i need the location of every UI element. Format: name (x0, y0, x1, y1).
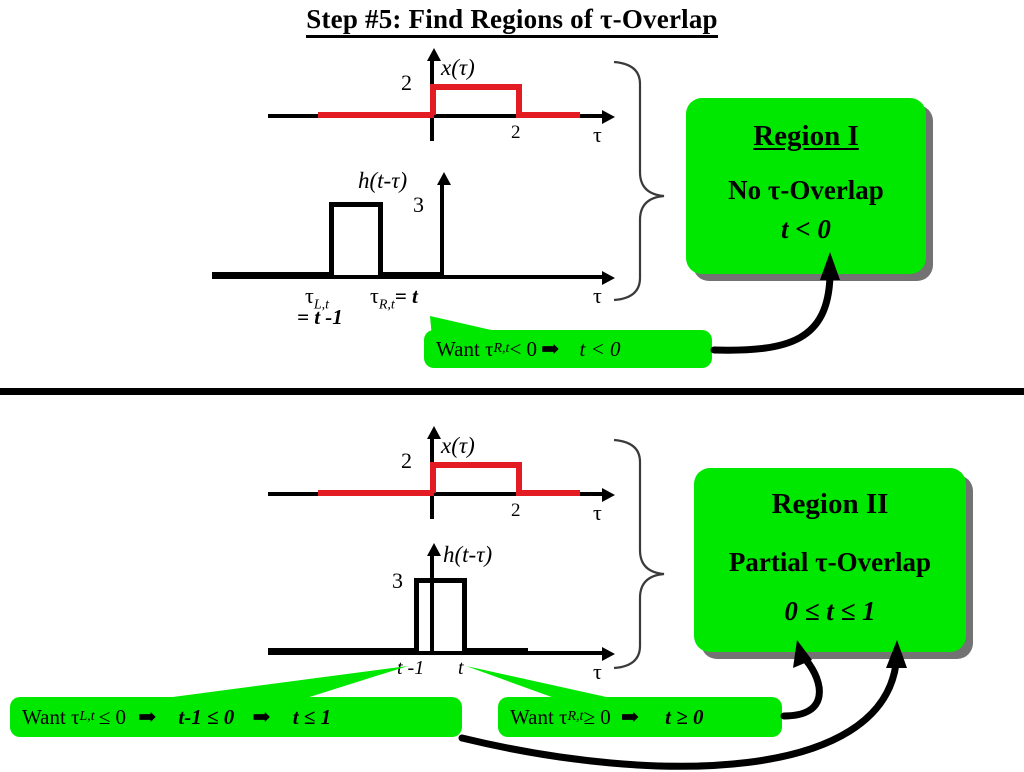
response-function-label-top: h(t-τ) (358, 168, 408, 193)
signal-axis-label-top: τ (593, 122, 602, 147)
response-left-edge-label-top: τL,t (305, 283, 330, 313)
region-box-1[interactable]: Region I No τ-Overlap t < 0 (686, 98, 926, 274)
signal-rise-edge-top (430, 85, 436, 115)
callout-result-3: t ≥ 0 (665, 704, 704, 729)
callout-arrow-icon-3: ➡ (620, 704, 640, 729)
x-axis-arrow-h-top (602, 271, 615, 285)
signal-baseline-right-top (516, 112, 580, 118)
response-right-edge-label-top: τR,t= t (370, 283, 418, 313)
callout-arrow-icon-1: ➡ (541, 336, 560, 361)
response-top-top (329, 202, 381, 207)
response-fall-edge-bottom (462, 578, 467, 651)
callout-result-2: t ≤ 1 (292, 704, 332, 729)
callout-arrow-icon-2a: ➡ (137, 704, 157, 729)
region-description-2: Partial τ-Overlap (728, 547, 932, 577)
signal-top-bottom (430, 462, 522, 468)
callout-prefix-2: Want (22, 704, 66, 729)
response-axis-label-bottom: τ (593, 659, 602, 684)
region-condition-2: 0 ≤ t ≤ 1 (784, 596, 876, 626)
panel-divider (0, 388, 1024, 395)
region-box-2[interactable]: Region II Partial τ-Overlap 0 ≤ t ≤ 1 (694, 468, 966, 652)
response-right-edge-value-top: = t (394, 284, 418, 308)
callout-relation-3: ≥ 0 (583, 704, 611, 729)
signal-baseline-right-bottom (516, 490, 580, 496)
page-title-text: Step #5: Find Regions of τ-Overlap (306, 4, 718, 38)
signal-function-label-bottom: x(τ) (441, 433, 475, 458)
response-rise-edge-top (329, 202, 334, 275)
callout-subscript-2: L,t (79, 709, 95, 724)
arrow-to-region-1 (710, 272, 834, 354)
response-y-label-top: 3 (413, 192, 424, 217)
y-axis-line-h-bottom (430, 553, 434, 654)
signal-y-label-bottom: 2 (401, 448, 412, 473)
response-left-edge-value-bottom: t -1 (397, 657, 425, 679)
response-axis-label-top: τ (593, 283, 602, 308)
y-axis-arrow-h-bottom (427, 543, 441, 556)
signal-x-tick-top: 2 (511, 122, 521, 143)
callout-tail-2 (150, 666, 408, 700)
callout-prefix-3: Want (510, 704, 554, 729)
region-title-2: Region II (771, 488, 889, 520)
x-axis-line-bottom (268, 492, 606, 496)
response-left-edge-sub-top: L,t (313, 297, 330, 313)
brace-top (613, 60, 665, 302)
callout-arrow-icon-2b: ➡ (252, 704, 271, 729)
x-axis-line-h-top (212, 275, 606, 279)
signal-top-top (430, 84, 522, 90)
response-right-edge-value-bottom: t (458, 657, 464, 679)
x-axis-arrow-top (602, 110, 615, 124)
signal-fall-edge-top (516, 85, 522, 115)
response-baseline-left-bottom (268, 648, 416, 653)
signal-x-tick-bottom: 2 (511, 500, 521, 521)
y-axis-line-h-top (440, 182, 444, 278)
response-y-label-bottom: 3 (392, 568, 403, 593)
callout-relation-1: < 0 (509, 336, 538, 361)
response-top-bottom (414, 578, 466, 583)
response-left-edge-value-top: = t -1 (297, 305, 343, 329)
signal-baseline-left-bottom (318, 490, 434, 496)
brace-bottom (613, 438, 665, 670)
callout-symbol-3: τ (559, 704, 568, 729)
signal-y-label-top: 2 (401, 70, 412, 95)
region-condition-1: t < 0 (781, 214, 831, 244)
x-axis-line-top (268, 114, 606, 118)
arrow-to-region-2a (780, 656, 823, 720)
callout-middle-2: t-1 ≤ 0 (178, 704, 235, 729)
page-title: Step #5: Find Regions of τ-Overlap (0, 4, 1024, 38)
response-fall-edge-top (378, 202, 383, 275)
callout-subscript-3: R,t (567, 709, 584, 724)
y-axis-arrow-top (427, 48, 441, 61)
region-description-1: No τ-Overlap (728, 175, 884, 205)
signal-rise-edge-bottom (430, 463, 436, 493)
response-baseline-left-top (212, 272, 331, 277)
y-axis-arrow-bottom (427, 426, 441, 439)
x-axis-arrow-bottom (602, 488, 615, 502)
signal-baseline-left-top (318, 112, 434, 118)
callout-symbol-2: τ (71, 704, 80, 729)
callout-result-1: t < 0 (579, 336, 621, 361)
x-axis-line-h-bottom (268, 651, 606, 655)
signal-function-label-top: x(τ) (441, 55, 475, 80)
response-baseline-right-bottom (462, 648, 528, 653)
callout-symbol-1: τ (485, 336, 494, 361)
signal-fall-edge-bottom (516, 463, 522, 493)
callout-prefix-1: Want (436, 336, 480, 361)
callout-relation-2: ≤ 0 (98, 704, 126, 729)
response-baseline-right-top (378, 272, 442, 277)
response-rise-edge-bottom (414, 578, 419, 651)
callout-subscript-1: R,t (493, 341, 510, 356)
response-right-edge-sub-top: R,t (378, 297, 395, 313)
x-axis-arrow-h-bottom (602, 647, 615, 661)
signal-axis-label-bottom: τ (593, 500, 602, 525)
response-function-label-bottom: h(t-τ) (443, 542, 493, 567)
region-title-1: Region I (753, 120, 859, 152)
y-axis-arrow-h-top (437, 172, 451, 185)
